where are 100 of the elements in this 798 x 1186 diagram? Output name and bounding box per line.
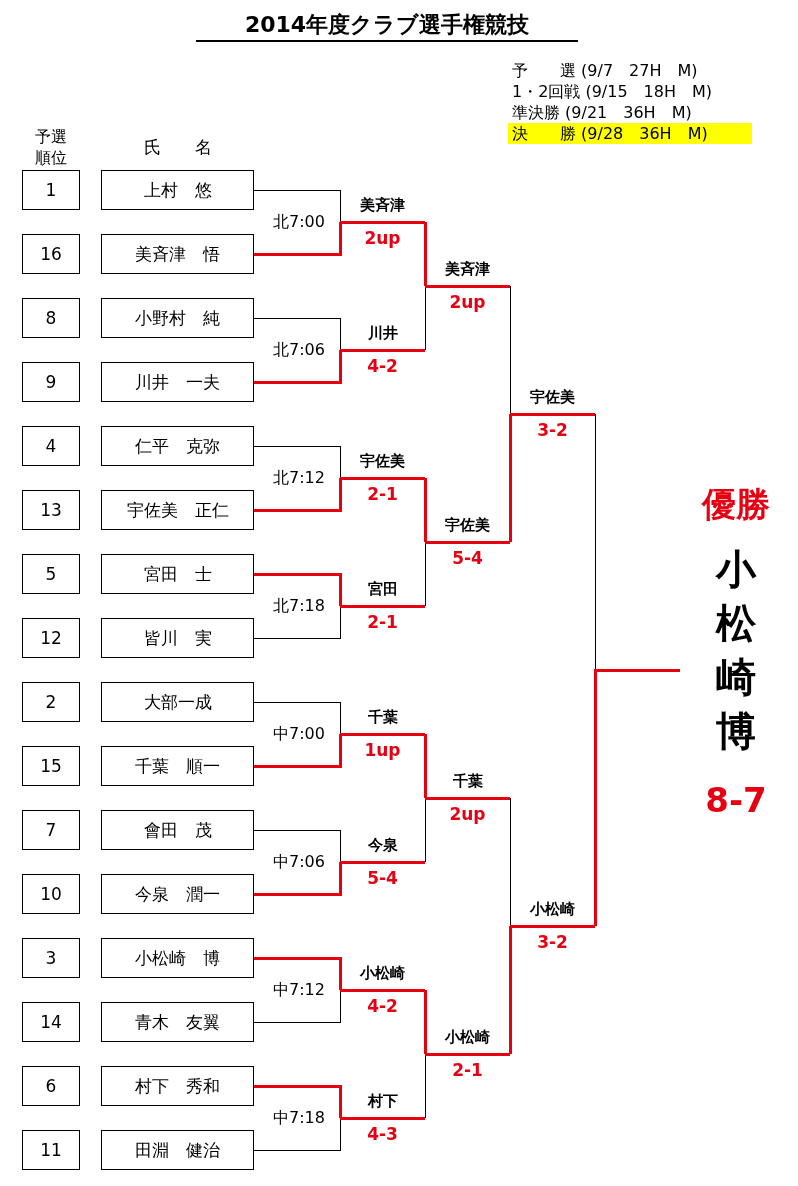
winner-label: 今泉 (340, 832, 425, 864)
name-box: 會田 茂 (101, 810, 254, 850)
match-time: 北7:18 (272, 595, 326, 617)
bracket-line (254, 860, 342, 896)
bracket-line (254, 1084, 342, 1120)
bracket-line (254, 476, 342, 512)
seed-box: 12 (22, 618, 80, 658)
final-score: 8-7 (704, 780, 768, 820)
champion-heading: 優勝 (700, 483, 771, 526)
name-box: 青木 友翼 (101, 1002, 254, 1042)
match-score: 2up (448, 804, 487, 826)
winner-label: 美斉津 (340, 192, 425, 224)
bracket-line (508, 924, 512, 1056)
schedule-line: 準決勝 (9/21 36H M) (511, 102, 693, 123)
seed-box: 8 (22, 298, 80, 338)
bracket-line (509, 797, 511, 927)
schedule-line: 予 選 (9/7 27H M) (511, 60, 699, 81)
match-time: 中7:06 (272, 851, 326, 873)
name-box: 宮田 士 (101, 554, 254, 594)
match-time: 中7:18 (272, 1107, 326, 1129)
bracket-line (254, 732, 342, 768)
seed-box: 16 (22, 234, 80, 274)
match-score: 3-2 (536, 420, 569, 442)
winner-label: 村下 (340, 1088, 425, 1120)
match-time: 中7:12 (272, 979, 326, 1001)
match-score: 2up (363, 228, 402, 250)
bracket-line (253, 1117, 341, 1151)
match-time: 北7:12 (272, 467, 326, 489)
seed-box: 3 (22, 938, 80, 978)
winner-label: 宇佐美 (425, 512, 510, 544)
match-time: 北7:00 (272, 211, 326, 233)
seed-box: 2 (22, 682, 80, 722)
bracket-line (424, 285, 426, 351)
bracket-line (253, 445, 341, 479)
winner-label: 千葉 (425, 768, 510, 800)
seed-box: 15 (22, 746, 80, 786)
name-box: 仁平 克弥 (101, 426, 254, 466)
bracket-line (424, 1053, 426, 1119)
match-time: 中7:00 (272, 723, 326, 745)
match-score: 2-1 (366, 484, 399, 506)
winner-label: 美斉津 (425, 256, 510, 288)
bracket-line (254, 220, 342, 256)
title: 2014年度クラブ選手権競技 (196, 10, 578, 42)
column-header: 予選順位 (34, 126, 68, 169)
match-score: 3-2 (536, 932, 569, 954)
seed-box: 7 (22, 810, 80, 850)
seed-box: 13 (22, 490, 80, 530)
bracket-line (253, 317, 341, 351)
bracket-line (424, 541, 426, 607)
bracket-line (423, 476, 427, 544)
seed-box: 5 (22, 554, 80, 594)
bracket-line (423, 988, 427, 1056)
match-score: 4-2 (366, 356, 399, 378)
bracket-line (593, 668, 680, 928)
winner-label: 宇佐美 (340, 448, 425, 480)
bracket-line (423, 220, 427, 288)
seed-box: 14 (22, 1002, 80, 1042)
match-score: 1up (363, 740, 402, 762)
name-box: 田淵 健治 (101, 1130, 254, 1170)
seed-box: 6 (22, 1066, 80, 1106)
bracket-line (253, 989, 341, 1023)
name-box: 上村 悠 (101, 170, 254, 210)
seed-box: 4 (22, 426, 80, 466)
bracket-line (424, 797, 426, 863)
champion-name: 小松崎博 (714, 545, 758, 756)
name-box: 小野村 純 (101, 298, 254, 338)
match-score: 5-4 (451, 548, 484, 570)
name-box: 宇佐美 正仁 (101, 490, 254, 530)
bracket-line (508, 412, 512, 544)
name-box: 今泉 潤一 (101, 874, 254, 914)
winner-label: 小松崎 (340, 960, 425, 992)
seed-box: 1 (22, 170, 80, 210)
name-box: 大部一成 (101, 682, 254, 722)
name-box: 村下 秀和 (101, 1066, 254, 1106)
bracket-line (253, 605, 341, 639)
name-box: 小松崎 博 (101, 938, 254, 978)
bracket-line (509, 285, 511, 415)
column-header: 氏 名 (142, 136, 213, 159)
winner-label: 宇佐美 (510, 384, 595, 416)
bracket-line (423, 732, 427, 800)
seed-box: 10 (22, 874, 80, 914)
seed-box: 11 (22, 1130, 80, 1170)
winner-label: 川井 (340, 320, 425, 352)
winner-label: 宮田 (340, 576, 425, 608)
name-box: 美斉津 悟 (101, 234, 254, 274)
bracket-line (253, 701, 341, 735)
bracket-line (254, 348, 342, 384)
match-time: 北7:06 (272, 339, 326, 361)
match-score: 2-1 (366, 612, 399, 634)
name-box: 皆川 実 (101, 618, 254, 658)
name-box: 千葉 順一 (101, 746, 254, 786)
match-score: 2-1 (451, 1060, 484, 1082)
match-score: 5-4 (366, 868, 399, 890)
winner-label: 小松崎 (510, 896, 595, 928)
bracket-line (254, 572, 342, 608)
seed-box: 9 (22, 362, 80, 402)
winner-label: 千葉 (340, 704, 425, 736)
bracket-line (253, 829, 341, 863)
schedule-line: 1・2回戦 (9/15 18H M) (511, 81, 714, 102)
bracket-line (254, 956, 342, 992)
